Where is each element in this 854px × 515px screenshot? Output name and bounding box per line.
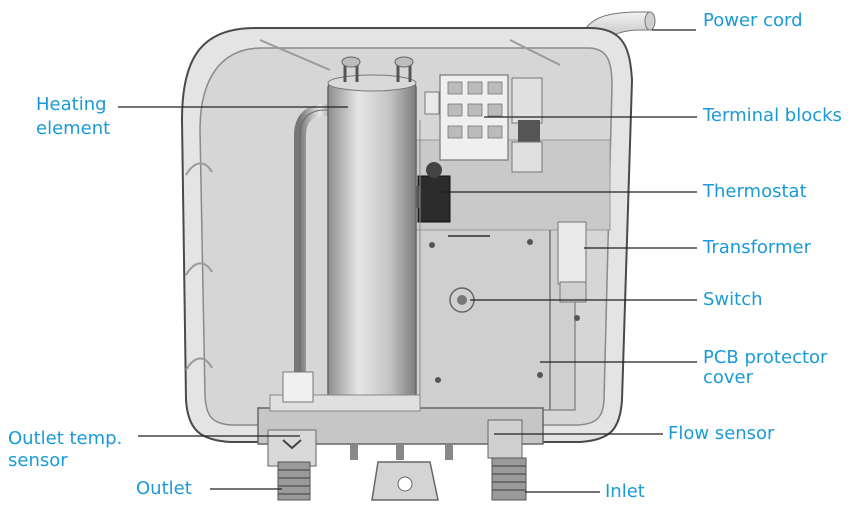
outlet-fitting [277,461,311,501]
outlet-temp-label-line2: sensor [8,450,68,471]
pcb-protector-label-line1: PCB protector [703,347,828,368]
heating-element-label-line1: Heating [36,94,107,115]
power-cord-label: Power cord [703,10,803,31]
inlet-fitting [491,457,527,501]
switch-knob [449,287,475,313]
inlet-label: Inlet [605,481,645,502]
bottom-manifold [257,371,544,467]
pcb-cover [409,204,576,411]
outlet-temp-label-line1: Outlet temp. [8,428,123,449]
heating-element-part [327,56,421,403]
flow-sensor-label: Flow sensor [668,423,775,444]
thermostat-label: Thermostat [703,181,807,202]
switch-label: Switch [703,289,763,310]
terminal-blocks-part [424,74,543,173]
transformer-label: Transformer [703,237,812,258]
pcb-protector-label-line2: cover [703,367,754,388]
heating-element-label-line2: element [36,118,111,139]
leader-lines [118,29,697,493]
outlet-label: Outlet [136,478,192,499]
transformer-part [549,221,587,410]
terminal-blocks-label: Terminal blocks [703,105,842,126]
